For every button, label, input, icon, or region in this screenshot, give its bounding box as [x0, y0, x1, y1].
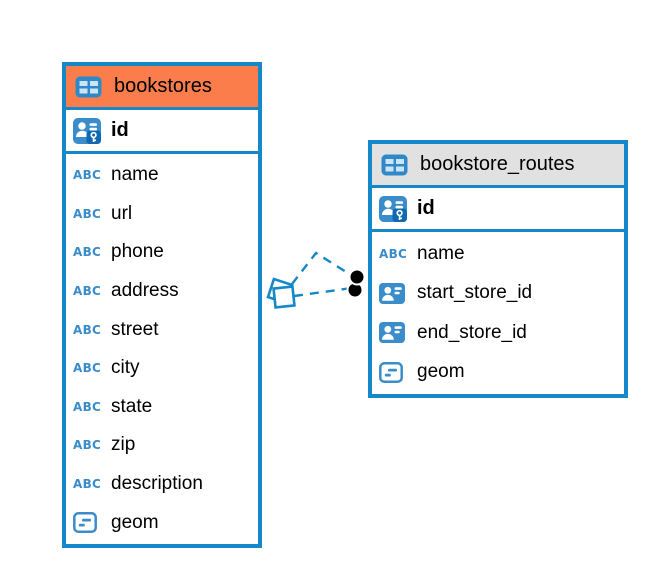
column-name: street [111, 318, 159, 340]
relationship-dot-icon[interactable] [346, 281, 364, 299]
column-name: zip [111, 434, 136, 456]
column-name: name [111, 164, 159, 186]
text-type-icon: ABC [73, 284, 102, 299]
column-row[interactable]: ABC zip [66, 426, 258, 465]
column-row-pk[interactable]: id [372, 188, 624, 232]
table-title: bookstore_routes [420, 153, 575, 175]
reference-column-icon [379, 282, 409, 304]
table-bookstore-routes-header[interactable]: bookstore_routes [372, 144, 624, 188]
column-row[interactable]: ABC url [66, 195, 258, 234]
column-list: ABC name ABC url ABC phone ABC address A… [66, 154, 258, 544]
text-type-icon: ABC [73, 438, 102, 453]
relationship-dot-icon[interactable] [348, 268, 366, 286]
column-row[interactable]: ABC city [66, 349, 258, 388]
column-name: id [111, 119, 129, 141]
column-name: geom [417, 361, 465, 383]
column-name: state [111, 395, 153, 417]
relationship-line-start-store[interactable] [291, 251, 355, 285]
column-row[interactable]: geom [66, 503, 258, 542]
primary-key-icon [379, 195, 409, 222]
column-name: end_store_id [417, 321, 527, 343]
table-title: bookstores [114, 75, 212, 97]
geometry-type-icon [379, 361, 409, 383]
column-name: url [111, 202, 133, 224]
column-name: phone [111, 241, 164, 263]
column-row[interactable]: ABC address [66, 272, 258, 311]
text-type-icon: ABC [73, 322, 102, 337]
table-bookstores-header[interactable]: bookstores [66, 66, 258, 110]
relationship-diamond-icon[interactable] [272, 285, 296, 309]
column-row[interactable]: ABC phone [66, 233, 258, 272]
geometry-type-icon [73, 512, 103, 534]
column-name: description [111, 473, 203, 495]
column-name: geom [111, 511, 159, 533]
relationship-line-end-store[interactable] [293, 286, 353, 298]
table-bookstore-routes[interactable]: bookstore_routes id ABC [368, 140, 628, 398]
column-row[interactable]: ABC description [66, 465, 258, 504]
relationship-diamond-icon[interactable] [266, 277, 294, 305]
text-type-icon: ABC [73, 206, 102, 221]
column-row-pk[interactable]: id [66, 110, 258, 154]
column-name: name [417, 242, 465, 264]
column-row[interactable]: geom [372, 353, 624, 393]
column-row[interactable]: start_store_id [372, 274, 624, 314]
column-name: address [111, 280, 179, 302]
column-row[interactable]: ABC street [66, 310, 258, 349]
text-type-icon: ABC [73, 245, 102, 260]
column-row[interactable]: ABC name [372, 234, 624, 274]
column-name: city [111, 357, 140, 379]
column-name: id [417, 197, 435, 219]
reference-column-icon [379, 322, 409, 344]
column-name: start_store_id [417, 282, 533, 304]
table-bookstores[interactable]: bookstores id ABC na [62, 62, 262, 548]
text-type-icon: ABC [379, 246, 408, 261]
text-type-icon: ABC [73, 361, 102, 376]
table-icon [75, 76, 105, 98]
text-type-icon: ABC [73, 168, 102, 183]
column-row[interactable]: ABC name [66, 156, 258, 195]
text-type-icon: ABC [73, 399, 102, 414]
text-type-icon: ABC [73, 477, 102, 492]
column-list: ABC name start_store_id [372, 232, 624, 394]
column-row[interactable]: end_store_id [372, 313, 624, 353]
table-icon [381, 154, 411, 176]
primary-key-icon [73, 117, 103, 144]
column-row[interactable]: ABC state [66, 388, 258, 427]
